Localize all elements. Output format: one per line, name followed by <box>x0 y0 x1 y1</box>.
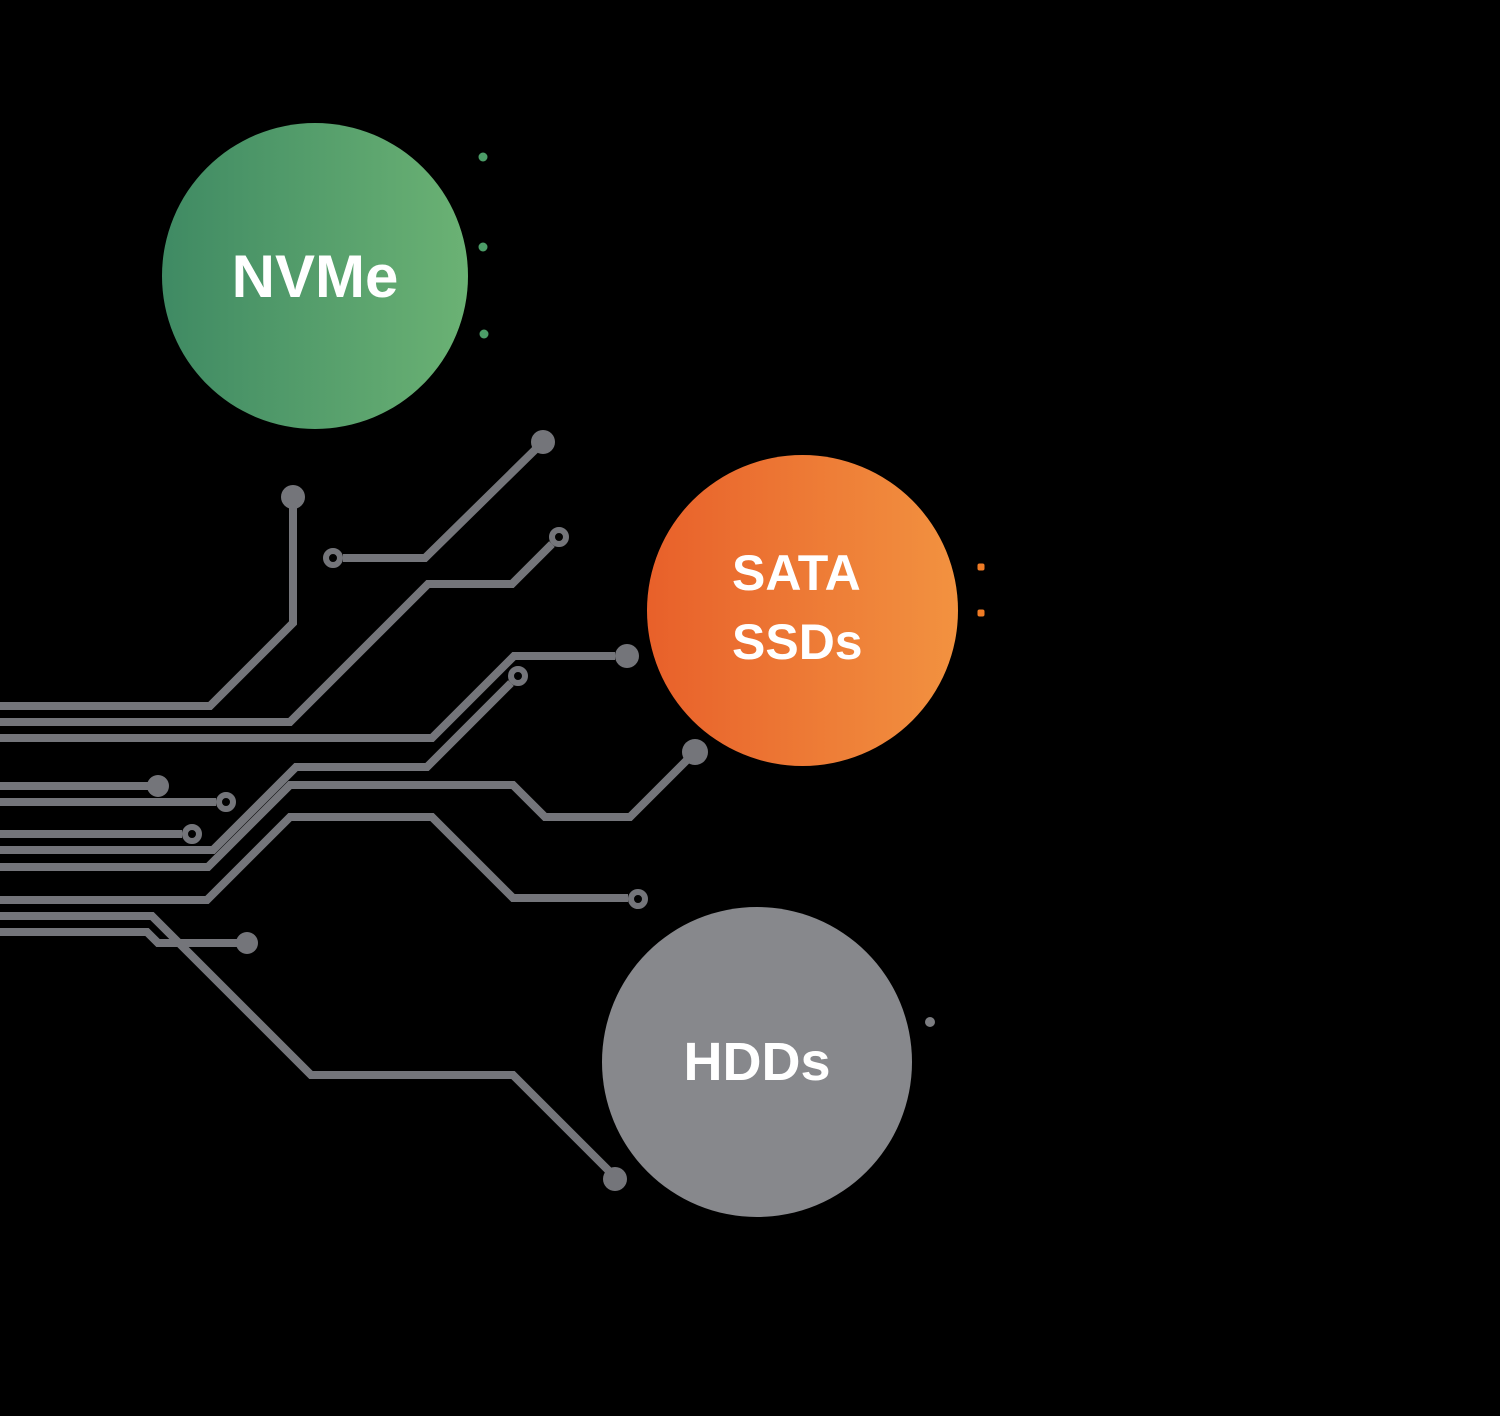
trace-endpoint-ring <box>508 666 528 686</box>
trace-endpoint-ring <box>628 889 648 909</box>
nvme-accent-dot <box>479 329 489 339</box>
circuit-trace <box>0 749 698 871</box>
sata-ssds-node: SATA SSDs <box>647 455 958 766</box>
hdds-accent-dot <box>925 1017 935 1027</box>
circuit-trace <box>0 813 628 904</box>
nvme-accent-dot <box>478 242 488 252</box>
circuit-trace <box>0 912 618 1180</box>
hdds-label: HDDs <box>683 1032 831 1092</box>
trace-endpoint-dot <box>147 775 169 797</box>
trace-endpoint-dot <box>531 430 555 454</box>
circuit-trace <box>0 680 514 854</box>
hdds-node: HDDs <box>602 907 912 1217</box>
sata-ssds-label: SATA SSDs <box>732 539 863 677</box>
trace-endpoint-ring <box>182 824 202 844</box>
nvme-label: NVMe <box>231 242 399 310</box>
trace-endpoint-dot <box>281 485 305 509</box>
trace-endpoint-ring <box>216 792 236 812</box>
circuit-trace <box>0 541 555 726</box>
trace-endpoint-dot <box>236 932 258 954</box>
trace-endpoint-dot <box>615 644 639 668</box>
trace-endpoint-ring <box>323 548 343 568</box>
nvme-accent-dot <box>478 152 488 162</box>
circuit-trace <box>0 652 615 742</box>
sata-ssds-label-line1: SATA <box>732 544 861 601</box>
circuit-trace <box>0 928 240 947</box>
trace-endpoint-dot <box>682 739 708 765</box>
trace-endpoint-ring <box>549 527 569 547</box>
trace-endpoint-dot <box>603 1167 627 1191</box>
sata-accent-dot <box>977 609 985 617</box>
circuit-trace <box>0 497 297 710</box>
circuit-trace <box>343 439 546 562</box>
sata-accent-dot <box>977 563 985 571</box>
nvme-node: NVMe <box>162 123 468 429</box>
sata-ssds-label-line2: SSDs <box>732 613 863 670</box>
